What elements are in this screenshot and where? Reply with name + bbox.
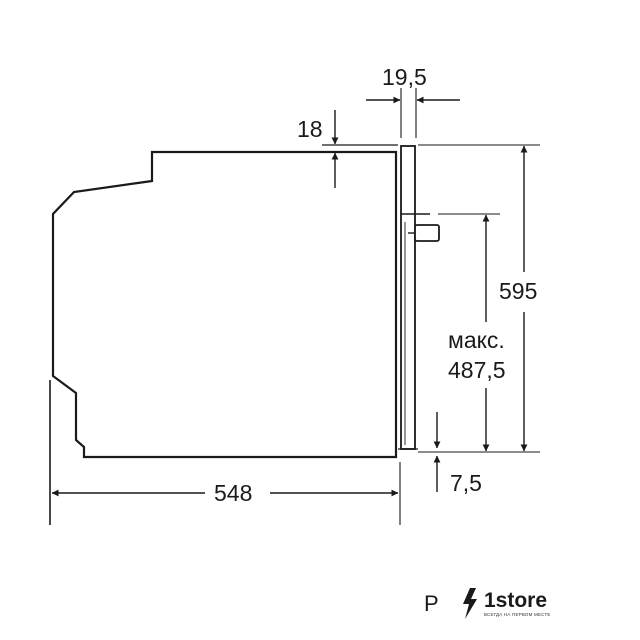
- brand-prefix: P: [424, 591, 439, 616]
- dim-548-label: 548: [214, 480, 252, 506]
- lightning-bolt-icon: [463, 588, 477, 619]
- oven-body-outline: [51, 150, 398, 459]
- brand-tagline: ВСЕГДА НА ПЕРВОМ МЕСТЕ: [484, 612, 551, 617]
- dim-18-label: 18: [297, 116, 323, 142]
- control-knob: [414, 224, 440, 242]
- dim-19-5-label: 19,5: [382, 64, 427, 90]
- dim-595-label: 595: [499, 278, 537, 304]
- oven-door-panel: [400, 145, 416, 450]
- brand-watermark: P 1store ВСЕГДА НА ПЕРВОМ МЕСТЕ: [424, 588, 551, 619]
- brand-name: 1store: [484, 589, 547, 612]
- dim-max-label: макс.: [448, 327, 505, 353]
- dim-487-label: 487,5: [448, 357, 506, 383]
- dim-7-5-label: 7,5: [450, 470, 482, 496]
